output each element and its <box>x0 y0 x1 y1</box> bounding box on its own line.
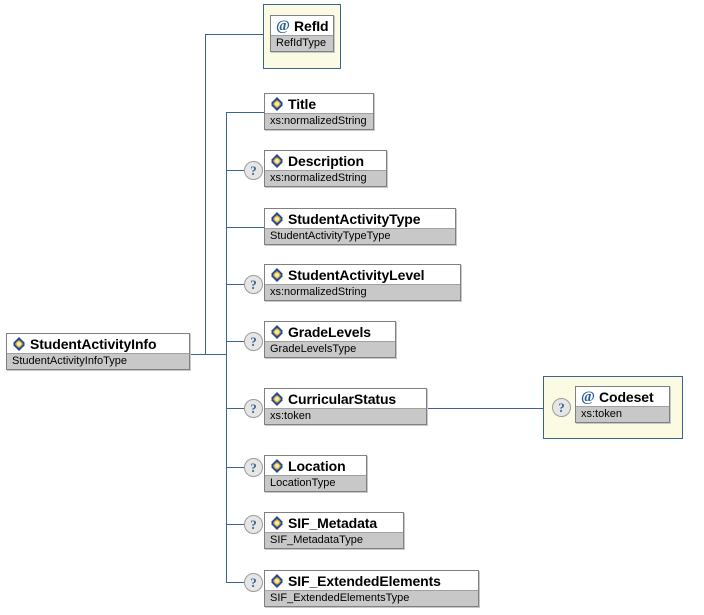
node-student-activity-info[interactable]: StudentActivityInfo StudentActivityInfoT… <box>6 333 190 370</box>
node-title-row: Title <box>265 94 373 113</box>
node-title-row: StudentActivityInfo <box>7 334 189 353</box>
connector-child-studentactivitylevel <box>226 284 244 285</box>
node-type: GradeLevelsType <box>265 341 395 357</box>
node-title-row: CurricularStatus <box>265 389 426 408</box>
node-type: LocationType <box>265 475 366 491</box>
connector-child-sifextendedelements <box>226 582 244 583</box>
node-title[interactable]: Title xs:normalizedString <box>264 93 374 130</box>
optional-marker-codeset: ? <box>552 398 571 417</box>
element-icon <box>269 391 285 407</box>
node-name: StudentActivityInfo <box>30 336 157 352</box>
optional-marker-sif-metadata: ? <box>244 515 263 534</box>
optional-marker-location: ? <box>244 458 263 477</box>
optional-marker-curricular-status: ? <box>244 399 263 418</box>
connector-child-location <box>226 467 244 468</box>
element-icon <box>269 573 285 589</box>
node-type: StudentActivityInfoType <box>7 353 189 369</box>
optional-marker-description: ? <box>244 161 263 180</box>
node-type: xs:token <box>265 408 426 424</box>
node-name: Codeset <box>599 389 654 405</box>
node-title-row: StudentActivityLevel <box>265 265 460 284</box>
element-icon <box>269 324 285 340</box>
node-title-row: SIF_ExtendedElements <box>265 571 478 590</box>
node-title-row: Description <box>265 151 386 170</box>
node-type: RefIdType <box>271 35 333 51</box>
connector-curricularstatus-codeset <box>427 408 553 409</box>
connector-child-studentactivitytype <box>226 227 264 228</box>
element-icon <box>269 153 285 169</box>
node-name: Location <box>288 458 346 474</box>
node-type: xs:normalizedString <box>265 113 373 129</box>
element-icon <box>11 336 27 352</box>
node-name: RefId <box>294 18 329 34</box>
element-icon <box>269 211 285 227</box>
node-name: SIF_Metadata <box>288 515 378 531</box>
connector-child-curricularstatus <box>226 408 244 409</box>
node-title-row: Location <box>265 456 366 475</box>
node-type: xs:token <box>576 406 669 422</box>
node-sif-metadata[interactable]: SIF_Metadata SIF_MetadataType <box>264 512 404 549</box>
node-refid[interactable]: @ RefId RefIdType <box>270 15 334 52</box>
node-name: Title <box>288 96 317 112</box>
node-sif-extended-elements[interactable]: SIF_ExtendedElements SIF_ExtendedElement… <box>264 570 479 607</box>
node-curricular-status[interactable]: CurricularStatus xs:token <box>264 388 427 425</box>
at-icon: @ <box>276 18 290 34</box>
connector-child-title <box>226 112 264 113</box>
node-title-row: StudentActivityType <box>265 209 455 228</box>
element-icon <box>269 515 285 531</box>
node-location[interactable]: Location LocationType <box>264 455 367 492</box>
connector-children-vertical <box>226 112 227 582</box>
node-type: StudentActivityTypeType <box>265 228 455 244</box>
element-icon <box>269 267 285 283</box>
node-title-row: @ Codeset <box>576 387 669 406</box>
node-type: xs:normalizedString <box>265 284 460 300</box>
connector-child-gradelevels <box>226 341 244 342</box>
connector-child-description <box>226 170 244 171</box>
node-description[interactable]: Description xs:normalizedString <box>264 150 387 187</box>
node-name: GradeLevels <box>288 324 371 340</box>
optional-marker-grade-levels: ? <box>244 332 263 351</box>
connector-child-sifmetadata <box>226 524 244 525</box>
node-title-row: @ RefId <box>271 16 333 35</box>
element-icon <box>269 458 285 474</box>
node-codeset[interactable]: @ Codeset xs:token <box>575 386 670 423</box>
node-student-activity-level[interactable]: StudentActivityLevel xs:normalizedString <box>264 264 461 301</box>
node-type: xs:normalizedString <box>265 170 386 186</box>
optional-marker-sif-extended-elements: ? <box>244 573 263 592</box>
node-name: Description <box>288 153 364 169</box>
element-icon <box>269 96 285 112</box>
node-student-activity-type[interactable]: StudentActivityType StudentActivityTypeT… <box>264 208 456 245</box>
node-grade-levels[interactable]: GradeLevels GradeLevelsType <box>264 321 396 358</box>
node-name: StudentActivityType <box>288 211 421 227</box>
node-name: StudentActivityLevel <box>288 267 425 283</box>
node-type: SIF_ExtendedElementsType <box>265 590 478 606</box>
connector-root-stub <box>190 354 226 355</box>
at-icon: @ <box>581 389 595 405</box>
node-name: CurricularStatus <box>288 391 397 407</box>
node-title-row: SIF_Metadata <box>265 513 403 532</box>
node-title-row: GradeLevels <box>265 322 395 341</box>
connector-attribute-refid <box>205 34 263 35</box>
node-name: SIF_ExtendedElements <box>288 573 441 589</box>
node-type: SIF_MetadataType <box>265 532 403 548</box>
connector-attribute-vertical <box>205 34 206 355</box>
optional-marker-student-activity-level: ? <box>244 275 263 294</box>
